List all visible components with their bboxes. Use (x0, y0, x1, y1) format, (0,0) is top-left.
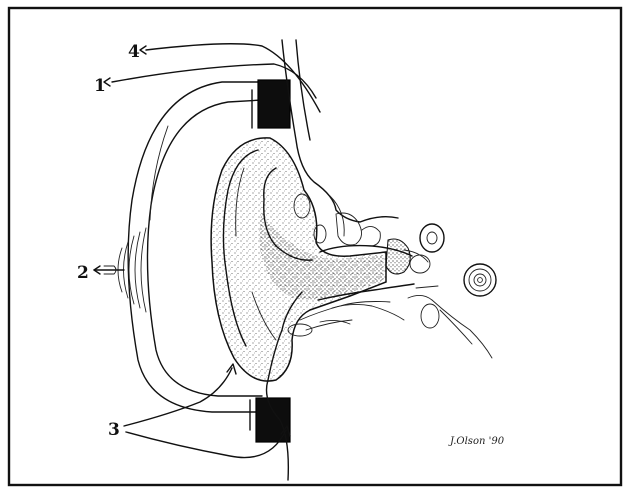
label-1: 1 (94, 76, 106, 96)
label-4: 4 (128, 42, 140, 62)
upper-cushion (258, 80, 290, 128)
label-3: 3 (108, 420, 120, 440)
arrow-2 (94, 266, 124, 274)
artist-signature: J.Olson '90 (448, 436, 505, 447)
label-2: 2 (77, 263, 89, 283)
pinna (211, 138, 386, 381)
cochlea (464, 264, 496, 296)
